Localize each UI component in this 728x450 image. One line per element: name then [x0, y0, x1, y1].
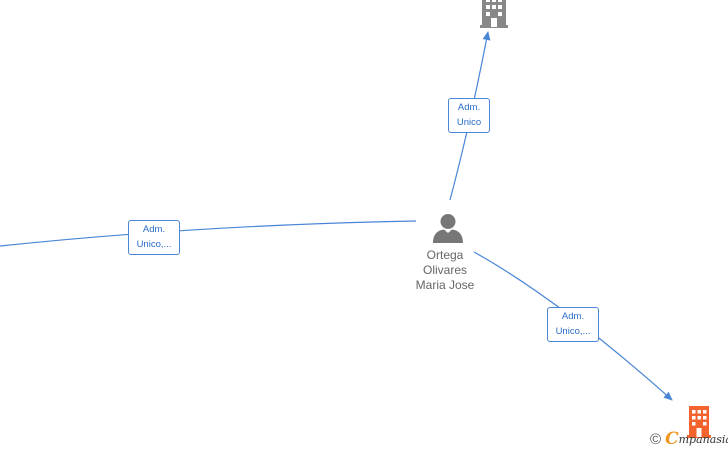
person-icon — [433, 214, 463, 243]
copyright-watermark: © C mpanasia — [650, 429, 728, 449]
person-node[interactable] — [432, 213, 464, 248]
edge-label-left-line-1: Adm. — [142, 224, 166, 235]
person-name-line-2: Olivares — [422, 263, 467, 277]
edge-label-top-line-1: Adm. — [457, 102, 481, 113]
person-name-line-1: Ortega — [426, 248, 464, 262]
edge-label-top-line-2: Unico — [456, 117, 482, 128]
person-name[interactable]: Ortega Olivares Maria Jose — [390, 248, 500, 293]
edge-label-left[interactable]: Adm. Unico,... — [128, 220, 180, 255]
edge-label-top[interactable]: Adm. Unico — [448, 98, 490, 133]
edge-label-bottom-right-line-1: Adm. — [561, 311, 585, 322]
edge-label-bottom-right-line-2: Unico,... — [555, 326, 591, 337]
person-name-line-3: Maria Jose — [415, 278, 475, 292]
company-node-top[interactable] — [478, 0, 510, 33]
company-node-bottom-right[interactable] — [686, 406, 712, 443]
building-icon — [480, 0, 508, 28]
brand-logo-initial: C — [665, 429, 679, 449]
building-icon — [687, 406, 711, 438]
edge-line-left[interactable] — [0, 220, 417, 247]
edge-label-left-line-2: Unico,... — [136, 239, 172, 250]
brand-logo-rest: mpanasia — [678, 432, 728, 446]
edge-label-bottom-right[interactable]: Adm. Unico,... — [547, 307, 599, 342]
copyright-symbol: © — [650, 430, 662, 448]
